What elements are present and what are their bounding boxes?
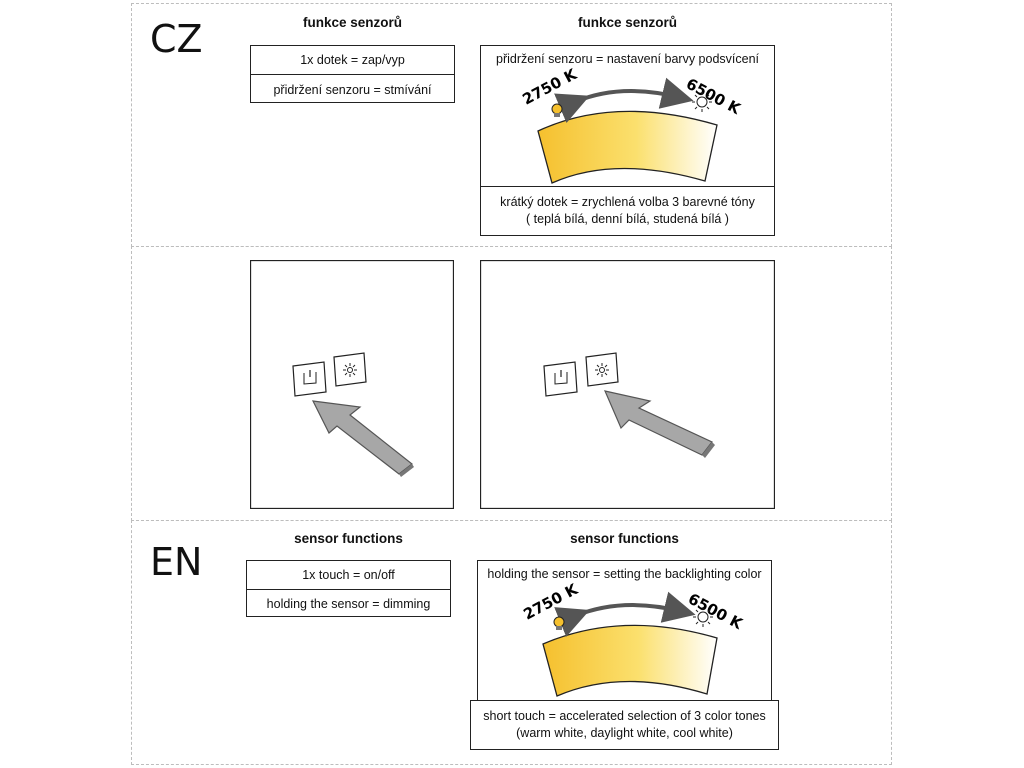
cz-hold-text: přidržení senzoru = nastavení barvy pods… — [496, 52, 759, 66]
en-basic-functions-box: 1x touch = on/off holding the sensor = d… — [246, 560, 451, 617]
en-language-label: EN — [150, 540, 203, 584]
en-cool-label: 6500 K — [685, 590, 746, 634]
light-touch-key — [585, 352, 619, 387]
cz-language-label: CZ — [150, 17, 203, 61]
en-short-line1: short touch = accelerated selection of 3… — [483, 709, 766, 723]
cool-sun-icon — [692, 92, 712, 112]
cz-color-functions-heading: funkce senzorů — [577, 15, 678, 30]
en-double-arrow — [554, 591, 696, 637]
en-hold-row: holding the sensor = dimming — [247, 589, 450, 618]
en-color-temperature-graphic: 2750 K 6500 K — [520, 580, 747, 697]
en-color-arc — [542, 624, 718, 697]
power-touch-key — [543, 361, 578, 397]
cz-short-touch-box: krátký dotek = zrychlená volba 3 barevné… — [480, 186, 775, 236]
power-touch-key — [292, 361, 327, 397]
cz-warm-label: 2750 K — [519, 65, 580, 109]
en-sensor-functions-heading: sensor functions — [294, 531, 403, 546]
cz-cool-label: 6500 K — [683, 75, 744, 119]
pointer-arrow-to-light — [603, 390, 715, 458]
cz-basic-functions-box: 1x dotek = zap/vyp přidržení senzoru = s… — [250, 45, 455, 103]
en-warm-label: 2750 K — [520, 580, 581, 624]
cz-sensor-functions-heading: funkce senzorů — [302, 15, 403, 30]
cz-short-line1: krátký dotek = zrychlená volba 3 barevné… — [500, 195, 755, 209]
warm-bulb-icon — [551, 103, 563, 117]
cool-sun-icon — [693, 607, 713, 627]
en-touch-row: 1x touch = on/off — [302, 568, 395, 582]
light-touch-panel — [480, 260, 775, 509]
cz-touch-row: 1x dotek = zap/vyp — [300, 53, 405, 67]
cz-short-line2: ( teplá bílá, denní bílá, studená bílá ) — [526, 212, 729, 226]
en-color-functions-heading: sensor functions — [570, 531, 679, 546]
light-touch-key — [333, 352, 367, 387]
cz-hold-row: přidržení senzoru = stmívání — [251, 74, 454, 104]
light-icon — [343, 363, 357, 377]
cz-color-temperature-graphic: 2750 K 6500 K — [519, 65, 745, 184]
power-touch-panel — [250, 260, 454, 509]
en-hold-text: holding the sensor = setting the backlig… — [487, 567, 762, 581]
pointer-arrow-to-power — [311, 400, 414, 477]
en-short-touch-box: short touch = accelerated selection of 3… — [470, 700, 779, 750]
warm-bulb-icon — [553, 616, 565, 630]
cz-double-arrow — [554, 77, 694, 123]
en-short-line2: (warm white, daylight white, cool white) — [516, 726, 733, 740]
en-section — [131, 520, 892, 765]
cz-color-arc — [537, 110, 718, 184]
